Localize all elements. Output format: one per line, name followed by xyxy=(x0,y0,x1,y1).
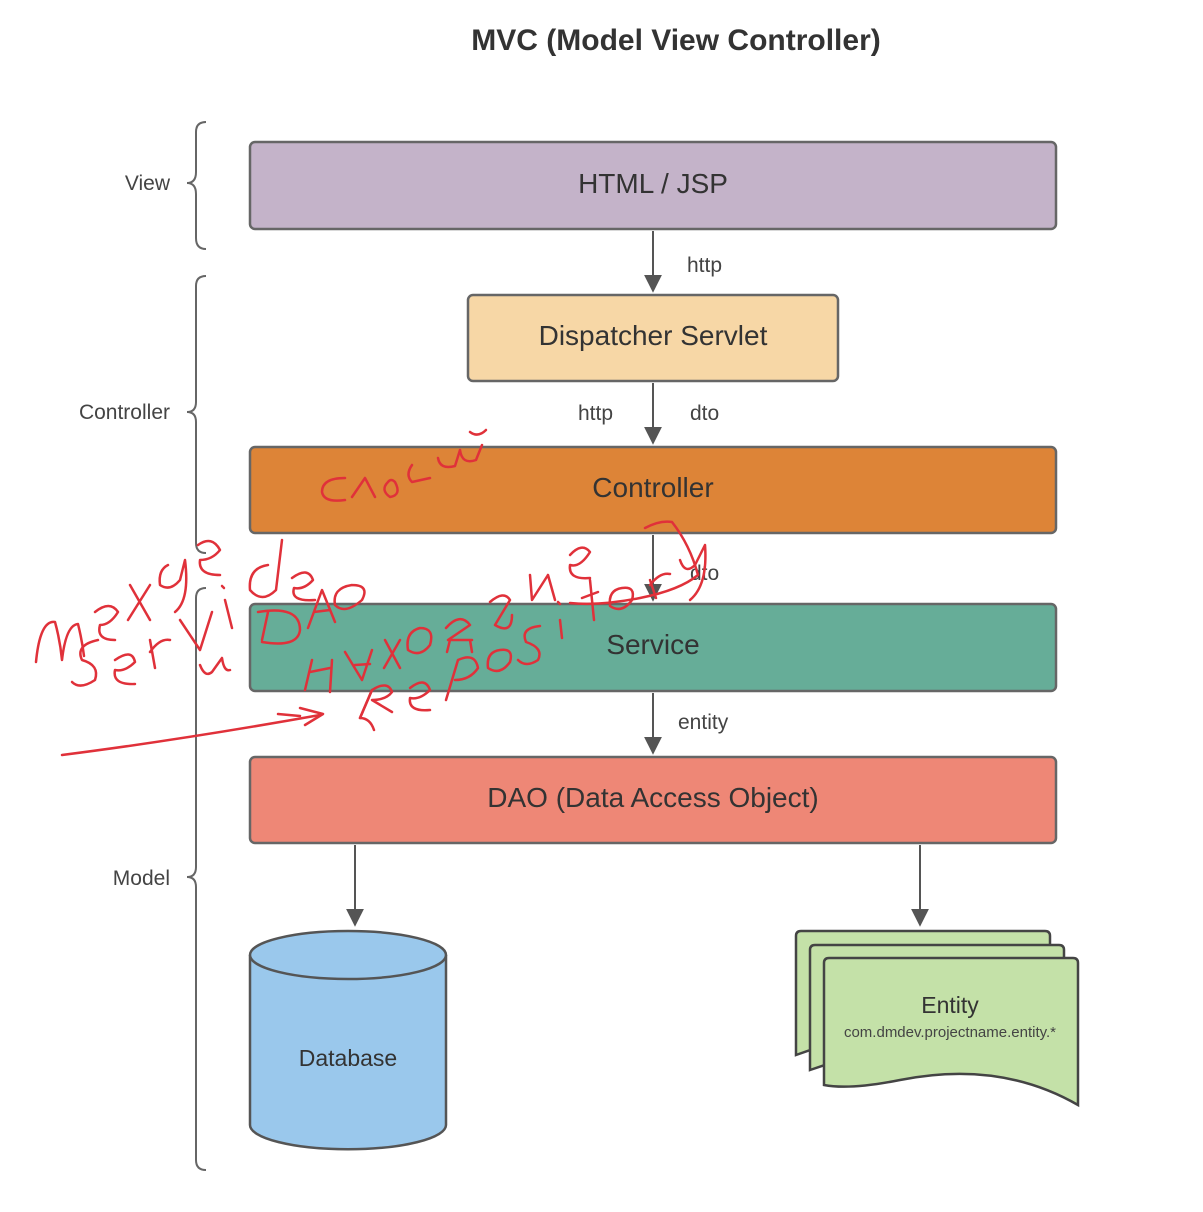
diagram-title: MVC (Model View Controller) xyxy=(471,24,880,57)
controller-box-label: Controller xyxy=(592,472,713,503)
dispatcher-servlet-label: Dispatcher Servlet xyxy=(539,320,768,351)
controller-brace xyxy=(186,275,207,554)
edge-label-http-2: http xyxy=(578,402,613,425)
html-jsp-label: HTML / JSP xyxy=(578,168,728,199)
controller-layer-label: Controller xyxy=(79,401,170,424)
view-brace xyxy=(186,121,207,250)
html-jsp-box xyxy=(248,140,1058,231)
edge-label-dto-1: dto xyxy=(690,402,719,425)
service-box xyxy=(248,602,1058,693)
database-label: Database xyxy=(299,1045,397,1071)
edge-label-http-1: http xyxy=(687,254,722,277)
handwritten-annotation xyxy=(34,428,707,757)
service-box-label: Service xyxy=(606,629,699,660)
entity-title: Entity xyxy=(921,992,979,1018)
database-cylinder xyxy=(248,929,448,1151)
entity-documents xyxy=(794,929,1080,1108)
model-layer-label: Model xyxy=(113,867,170,890)
dao-box-label: DAO (Data Access Object) xyxy=(487,782,818,813)
dispatcher-servlet-box xyxy=(466,293,840,383)
controller-box xyxy=(248,445,1058,535)
model-brace xyxy=(186,587,207,1171)
entity-package: com.dmdev.projectname.entity.* xyxy=(844,1024,1056,1041)
edge-label-entity: entity xyxy=(678,711,729,734)
view-layer-label: View xyxy=(125,172,171,195)
dao-box xyxy=(248,755,1058,845)
